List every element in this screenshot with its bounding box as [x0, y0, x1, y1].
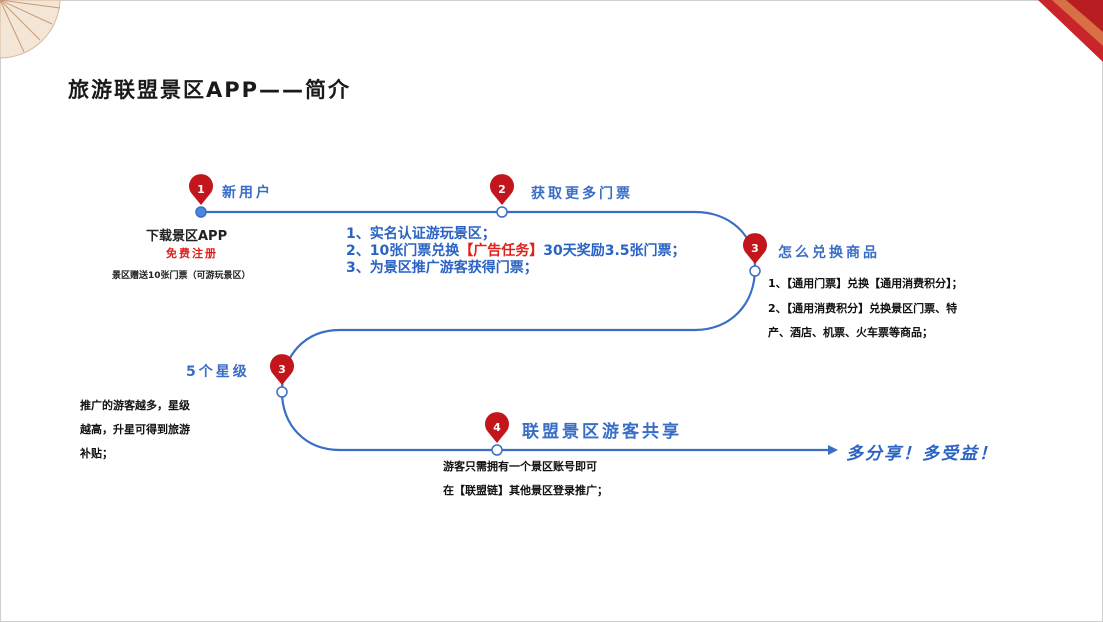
step-4-line-2: 在【联盟链】其他景区登录推广；: [443, 484, 608, 497]
node-3: [749, 265, 761, 277]
pin-marker-icon: 3: [269, 354, 294, 385]
step-4-line-1: 游客只需拥有一个景区账号即可: [443, 460, 597, 473]
step-2-item-2-prefix: 2、10张门票兑换: [346, 243, 460, 259]
step-2-item-2: 2、10张门票兑换【广告任务】30天奖励3.5张门票；: [346, 243, 686, 260]
stars-line-3: 补贴；: [80, 447, 113, 460]
pin-marker-icon: 4: [484, 412, 509, 443]
fan-corner-icon: [0, 0, 61, 59]
ad-task-highlight: 【广告任务】: [459, 243, 544, 259]
stars-label: 5个星级: [186, 364, 250, 380]
stars-line-1: 推广的游客越多，星级: [80, 399, 190, 412]
pin-number: 3: [278, 363, 286, 376]
step-2-item-1: 1、实名认证游玩景区；: [346, 226, 496, 242]
stars-line-2: 越高，升星可得到旅游: [80, 423, 190, 436]
step-1-download: 下载景区APP: [146, 229, 228, 244]
arrow-head-icon: [828, 445, 838, 455]
pin-number: 3: [751, 242, 759, 255]
final-slogan: 多分享！多受益！: [846, 444, 998, 464]
pin-number: 2: [498, 183, 506, 196]
step-3-item-1: 1、【通用门票】兑换【通用消费积分】；: [768, 277, 963, 290]
node-stars: [276, 386, 288, 398]
step-4-label: 联盟景区游客共享: [522, 422, 682, 442]
pin-marker-icon: 2: [490, 174, 515, 205]
page-title: 旅游联盟景区APP——简介: [68, 78, 352, 102]
step-2-item-3: 3、为景区推广游客获得门票；: [346, 260, 538, 276]
step-1-register: 免费注册: [166, 247, 218, 260]
step-1-label: 新用户: [222, 185, 273, 201]
step-3-item-2b: 产、酒店、机票、火车票等商品；: [768, 326, 933, 339]
pin-number: 4: [493, 421, 501, 434]
node-1: [195, 206, 207, 218]
step-2-label: 获取更多门票: [531, 186, 633, 202]
node-2: [496, 206, 508, 218]
pin-number: 1: [197, 183, 205, 196]
step-3-item-2a: 2、【通用消费积分】兑换景区门票、特: [768, 302, 958, 315]
step-2-item-2-suffix: 30天奖励3.5张门票；: [543, 243, 686, 259]
pin-marker-icon: 3: [743, 233, 767, 264]
node-4: [491, 444, 503, 456]
step-3-label: 怎么兑换商品: [778, 245, 880, 261]
step-1-gift: 景区赠送10张门票（可游玩景区）: [112, 271, 251, 281]
red-corner-icon: [1038, 0, 1103, 62]
pin-marker-icon: 1: [188, 174, 213, 205]
